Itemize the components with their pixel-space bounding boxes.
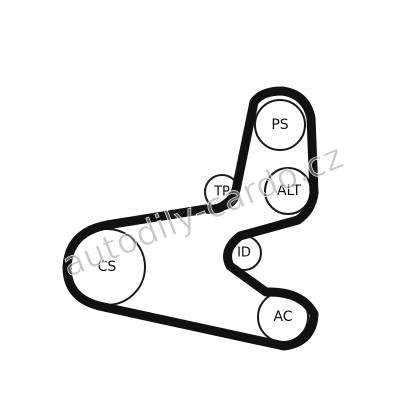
pulley-tp-label: TP bbox=[213, 185, 230, 200]
pulley-ac-label: AC bbox=[273, 309, 292, 325]
pulley-alt-label: ALT bbox=[277, 183, 301, 199]
pulley-ps-label: PS bbox=[271, 117, 288, 133]
pulley-id-label: ID bbox=[237, 246, 251, 261]
pulley-ps: PS bbox=[254, 99, 306, 151]
pulley-cs-label: CS bbox=[98, 259, 117, 275]
pulley-alt: ALT bbox=[264, 167, 312, 215]
serpentine-belt bbox=[62, 86, 319, 351]
pulley-ps-circle bbox=[254, 99, 306, 151]
